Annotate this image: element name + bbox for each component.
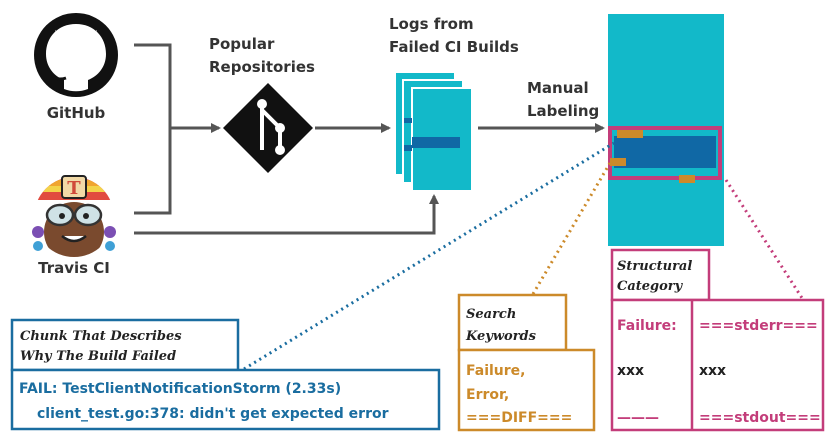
structural-col2-row2: xxx	[699, 363, 726, 379]
failed-logs-stack-icon	[394, 71, 473, 192]
chunk-log-line2: client_test.go:378: didn't get expected …	[37, 406, 389, 422]
structural-category-table	[610, 248, 825, 432]
chunk-log-line1: FAIL: TestClientNotificationStorm (2.33s…	[19, 381, 341, 397]
travis-label: Travis CI	[38, 259, 110, 277]
structural-col1-row3: ———	[617, 410, 659, 426]
manual-label-line2: Labeling	[527, 102, 599, 120]
labeled-log-document	[608, 14, 724, 246]
svg-text:T: T	[67, 178, 81, 199]
structural-caption-line1: Structural	[617, 259, 692, 274]
manual-label-line1: Manual	[527, 79, 589, 97]
chunk-caption-line1: Chunk That Describes	[20, 329, 182, 344]
git-repository-icon	[223, 83, 313, 173]
search-keywords-box	[457, 293, 596, 432]
search-keyword-3: ===DIFF===	[466, 410, 572, 426]
repos-label-line1: Popular	[209, 35, 275, 53]
source-connectors	[134, 43, 439, 235]
structural-col1-row1: Failure:	[617, 318, 677, 334]
structural-col1-row2: xxx	[617, 363, 644, 379]
chunk-description-box	[10, 318, 441, 431]
structural-col2-row3: ===stdout===	[699, 410, 821, 426]
logs-label-line2: Failed CI Builds	[389, 38, 519, 56]
travis-mascot-icon: T	[32, 175, 116, 257]
search-keyword-1: Failure,	[466, 363, 525, 379]
search-caption-line2: Keywords	[465, 329, 537, 344]
chunk-caption-line2: Why The Build Failed	[20, 349, 176, 364]
search-keyword-2: Error,	[466, 387, 509, 403]
structural-caption-line2: Category	[617, 279, 684, 294]
github-label: GitHub	[47, 104, 106, 122]
repos-label-line2: Repositories	[209, 58, 315, 76]
structural-col2-row1: ===stderr===	[699, 318, 818, 334]
logs-label-line1: Logs from	[389, 15, 474, 33]
dotted-connectors	[243, 141, 804, 371]
search-caption-line1: Search	[466, 307, 516, 322]
github-icon	[34, 13, 118, 97]
